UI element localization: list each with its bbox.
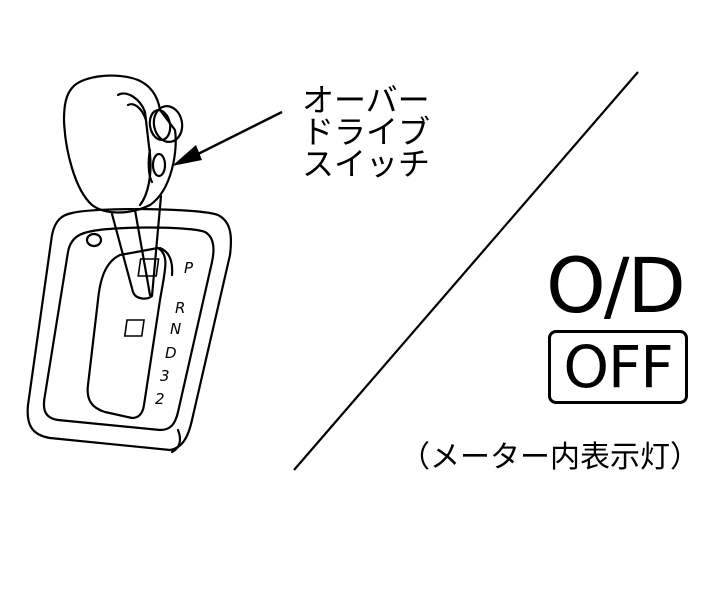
callout-line-2: ドライブ	[302, 113, 431, 151]
shift-bezel-inner	[42, 226, 215, 432]
overdrive-switch-callout: オーバー ドライブ スイッチ	[302, 84, 430, 180]
shift-positions: P R N D 3 2	[123, 258, 194, 408]
shift-gate-slot	[86, 246, 167, 420]
position-p: P	[184, 259, 194, 277]
screw-hole	[85, 232, 103, 248]
knob-top-button	[152, 105, 184, 143]
position-box-p	[137, 258, 160, 277]
od-indicator-title: O/D	[546, 241, 686, 330]
callout-line-3: スイッチ	[302, 145, 431, 183]
od-off-label: OFF	[563, 333, 673, 401]
shift-knob	[62, 74, 177, 214]
position-n: N	[170, 320, 181, 338]
overdrive-switch	[151, 152, 167, 178]
position-3: 3	[160, 367, 170, 385]
shift-lever-shaft	[110, 194, 163, 300]
leader-arrow	[172, 110, 283, 166]
divider-line	[293, 71, 639, 471]
position-d: D	[165, 344, 177, 362]
meter-indicator-caption: （メーター内表示灯）	[400, 440, 700, 475]
callout-line-1: オーバー	[302, 81, 430, 119]
shift-bezel-outer	[26, 207, 233, 452]
position-box-n	[123, 319, 145, 337]
od-off-indicator: OFF	[548, 330, 688, 404]
position-2: 2	[155, 390, 165, 408]
position-r: R	[175, 299, 185, 317]
